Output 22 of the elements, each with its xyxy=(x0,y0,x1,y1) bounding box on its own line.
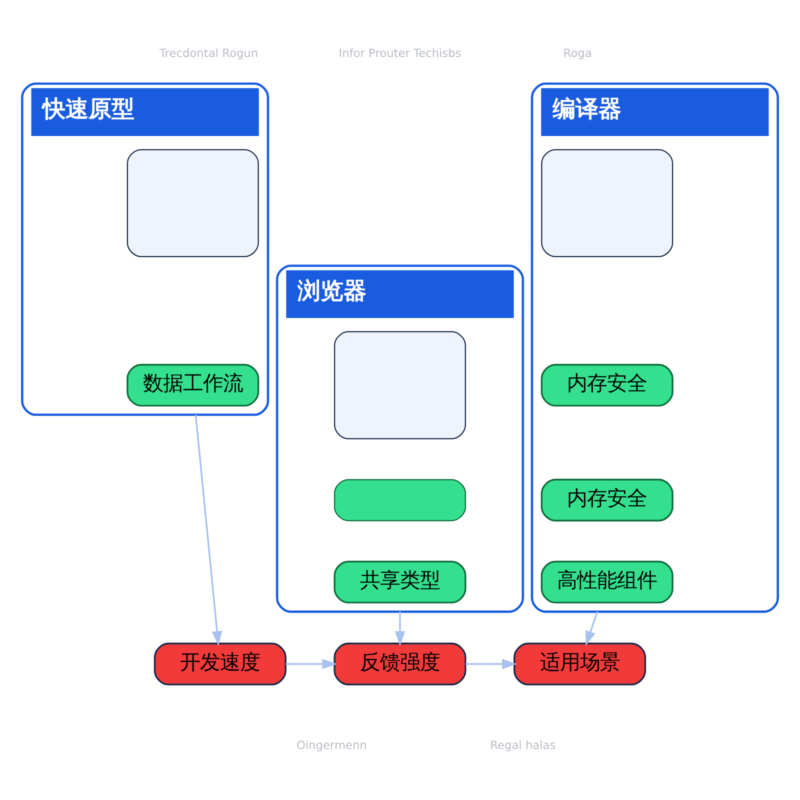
node-box: 内存安全 xyxy=(540,364,674,407)
arrow xyxy=(586,611,598,646)
label: Roga xyxy=(563,46,592,60)
node-box: 共享类型 xyxy=(334,560,466,604)
node-box xyxy=(541,149,674,258)
arrow xyxy=(466,658,517,670)
node-box: 反馈强度 xyxy=(334,642,466,686)
label: Infor Prouter Techisbs xyxy=(338,46,462,60)
arrow xyxy=(394,612,406,646)
node-box: 数据工作流 xyxy=(126,364,260,407)
node-box xyxy=(334,331,466,440)
label: Regal halas xyxy=(490,738,556,752)
node-box: 内存安全 xyxy=(540,478,674,522)
arrow xyxy=(286,658,338,670)
node-box: 开发速度 xyxy=(154,642,286,686)
label: Oingermenn xyxy=(296,738,367,752)
node-box xyxy=(126,149,259,258)
node-box: 适用场景 xyxy=(514,642,646,686)
arrow xyxy=(194,414,222,646)
node-box: 高性能组件 xyxy=(540,560,674,604)
node-bar xyxy=(334,479,466,522)
label: Trecdontal Rogun xyxy=(160,46,258,60)
